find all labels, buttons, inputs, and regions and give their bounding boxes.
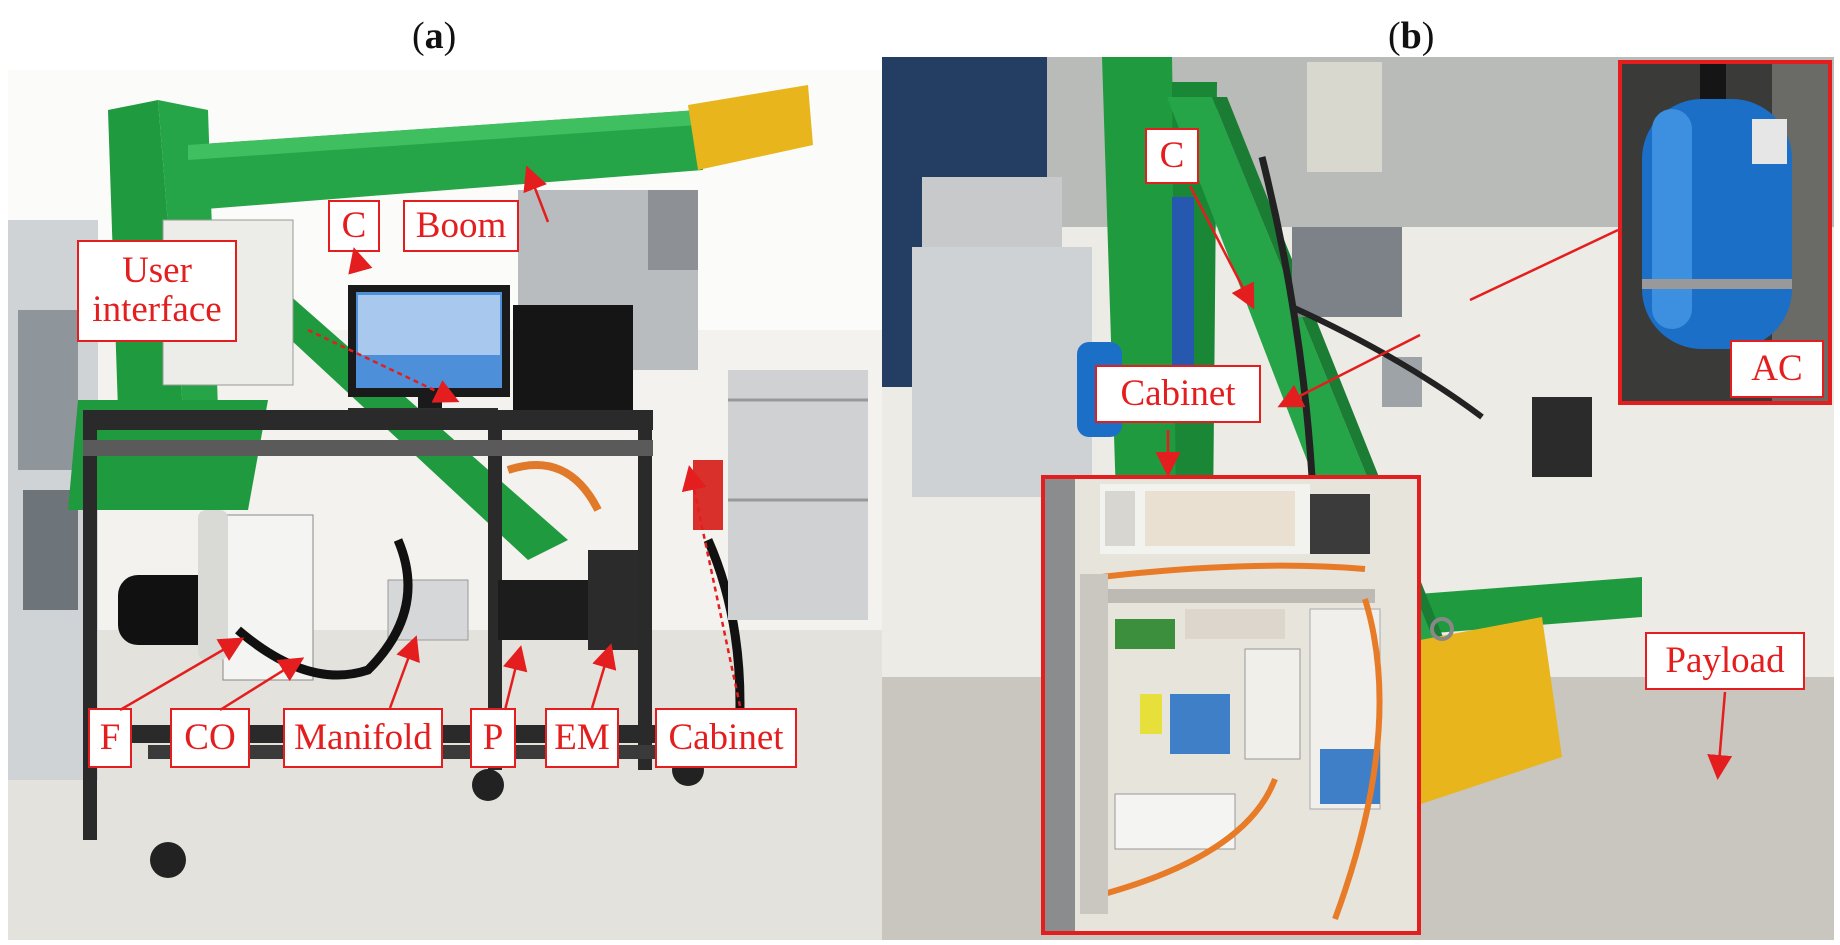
label-user-interface: User interface [77,240,237,342]
label-cabinet-a: Cabinet [655,708,797,768]
label-c-b: C [1145,128,1199,184]
label-em: EM [545,708,619,768]
label-ac: AC [1730,340,1824,398]
label-co: CO [170,708,250,768]
panel-b-title: (b) [1388,15,1435,57]
label-payload: Payload [1645,632,1805,690]
label-f: F [88,708,132,768]
label-cabinet-b: Cabinet [1095,365,1261,423]
label-c-a: C [328,200,380,252]
inset-cabinet-photo [1041,475,1421,935]
label-boom: Boom [403,200,519,252]
label-manifold: Manifold [283,708,443,768]
label-p: P [470,708,516,768]
inset-accumulator-photo [1618,60,1832,405]
panel-a-title: (a) [412,15,457,57]
